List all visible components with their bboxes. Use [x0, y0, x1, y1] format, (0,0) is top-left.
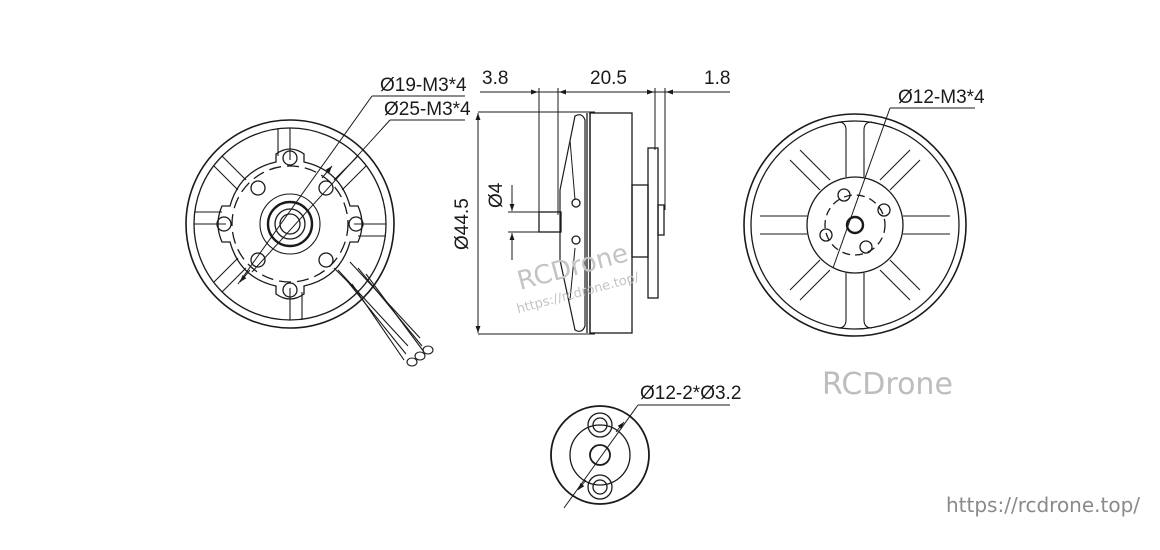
url-watermark: https://rcdrone.top/	[946, 493, 1140, 517]
front-view-label-25: Ø25-M3*4	[384, 99, 471, 120]
dim-shaft-4: Ø4	[486, 182, 507, 208]
side-view	[475, 88, 730, 335]
front-view-label-19: Ø19-M3*4	[380, 75, 467, 96]
dim-20-5: 20.5	[590, 68, 627, 89]
base-view	[550, 404, 730, 509]
rear-view-label: Ø12-M3*4	[898, 87, 985, 108]
dim-height-44-5: Ø44.5	[452, 198, 473, 250]
brand-watermark: RCDrone	[822, 367, 953, 402]
front-view	[185, 95, 465, 367]
base-view-label: Ø12-2*Ø3.2	[640, 383, 741, 404]
dim-3-8: 3.8	[482, 68, 508, 89]
rear-view	[743, 107, 975, 337]
dim-1-8: 1.8	[704, 68, 730, 89]
overlay-watermark: RCDrone https://rcdrone.top/	[514, 238, 641, 317]
